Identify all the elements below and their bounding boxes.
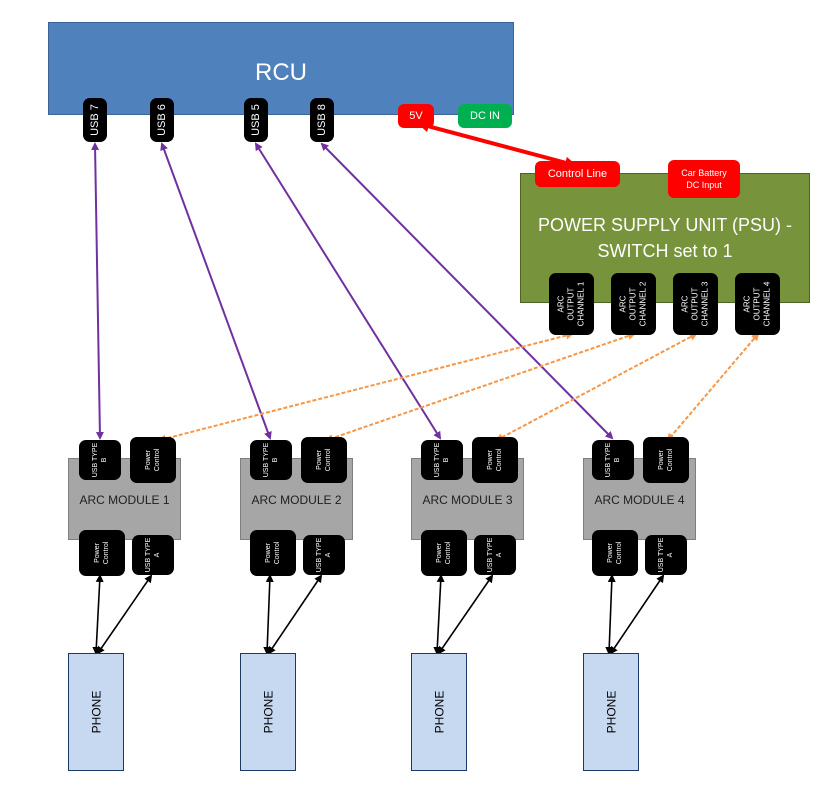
module2-usb-type-a: USB TYPE A xyxy=(303,535,345,575)
module3-usb-type-a: USB TYPE A xyxy=(474,535,516,575)
rcu-box: RCU xyxy=(48,22,514,115)
module3-power-to-phone-link xyxy=(433,574,445,655)
usb7-port: USB 7 xyxy=(83,98,107,142)
module4-usb-to-phone-link xyxy=(609,574,665,655)
module4-power-control-bottom: Power Control xyxy=(592,530,638,576)
channel3-to-module3-link xyxy=(495,333,698,441)
control-line-tag: Control Line xyxy=(535,161,620,187)
channel2-to-module2-link xyxy=(325,332,636,442)
module4-usb-type-b: USB TYPE B xyxy=(592,440,634,480)
module3-power-control-top: Power Control xyxy=(472,437,518,483)
channel1-to-module1-link xyxy=(158,331,574,443)
module3-power-control-bottom: Power Control xyxy=(421,530,467,576)
usb6-port: USB 6 xyxy=(150,98,174,142)
5v-tag: 5V xyxy=(398,104,434,128)
phone-4: PHONE xyxy=(583,653,639,771)
module4-usb-type-a: USB TYPE A xyxy=(645,535,687,575)
channel4-to-module4-link xyxy=(666,332,760,442)
arc-output-channel-1: ARC OUTPUT CHANNEL 1 xyxy=(549,273,594,335)
usb7-to-module1-link xyxy=(91,142,104,440)
arc-output-channel-3: ARC OUTPUT CHANNEL 3 xyxy=(673,273,718,335)
module1-usb-type-a: USB TYPE A xyxy=(132,535,174,575)
module1-usb-to-phone-link xyxy=(96,574,153,655)
module1-power-control-top: Power Control xyxy=(130,437,176,483)
psu-title: POWER SUPPLY UNIT (PSU) - SWITCH set to … xyxy=(537,215,793,261)
module2-usb-type-b: USB TYPE B xyxy=(250,440,292,480)
arc-output-channel-4: ARC OUTPUT CHANNEL 4 xyxy=(735,273,780,335)
module3-usb-to-phone-link xyxy=(437,574,494,655)
module3-usb-type-b: USB TYPE B xyxy=(421,440,463,480)
phone-2: PHONE xyxy=(240,653,296,771)
module1-usb-type-b: USB TYPE B xyxy=(79,440,121,480)
usb6-to-module2-link xyxy=(160,142,272,440)
usb5-port: USB 5 xyxy=(244,98,268,142)
usb5-to-module3-link xyxy=(254,142,442,440)
module2-usb-to-phone-link xyxy=(267,574,323,655)
dc-in-tag: DC IN xyxy=(458,104,512,128)
module2-power-to-phone-link xyxy=(263,574,274,655)
phone-3: PHONE xyxy=(411,653,467,771)
module4-power-to-phone-link xyxy=(605,574,616,655)
module2-power-control-bottom: Power Control xyxy=(250,530,296,576)
usb8-port: USB 8 xyxy=(310,98,334,142)
arc-output-channel-2: ARC OUTPUT CHANNEL 2 xyxy=(611,273,656,335)
module1-power-control-bottom: Power Control xyxy=(79,530,125,576)
control-line-link xyxy=(417,120,577,169)
module2-power-control-top: Power Control xyxy=(301,437,347,483)
module4-power-control-top: Power Control xyxy=(643,437,689,483)
phone-1: PHONE xyxy=(68,653,124,771)
module1-power-to-phone-link xyxy=(92,574,104,655)
rcu-title: RCU xyxy=(255,59,307,86)
car-battery-tag: Car Battery DC Input xyxy=(668,160,740,198)
